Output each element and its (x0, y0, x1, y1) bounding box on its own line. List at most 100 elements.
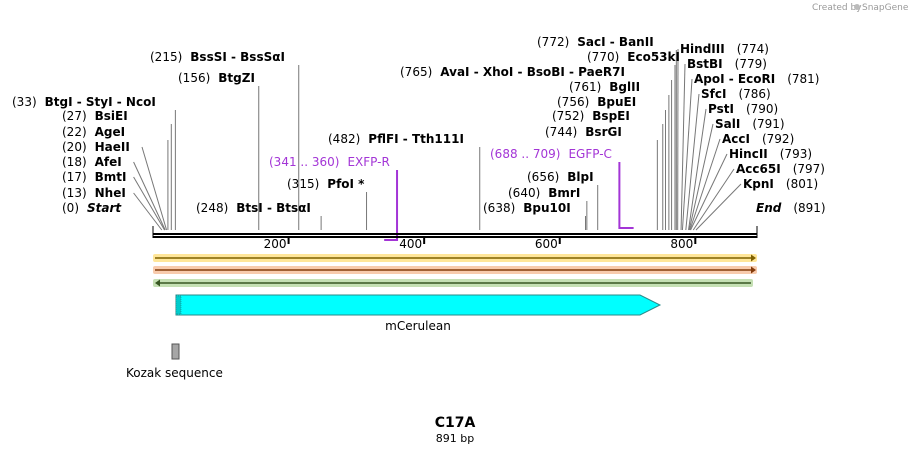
site-nhei: (13)NheI (62, 186, 126, 200)
site-connector (133, 192, 163, 231)
svg-text:(315)PfoI *: (315)PfoI * (287, 177, 365, 191)
site-name: Bpu10I (523, 201, 570, 215)
site-name: BpuEI (597, 95, 636, 109)
site-connector (688, 108, 707, 231)
ruler-tick-label: 800 (670, 237, 693, 251)
site-position: (797) (793, 162, 825, 176)
site-name: BtgI - StyI - NcoI (45, 95, 156, 109)
orf-track-3 (153, 279, 753, 287)
svg-text:SfcI(786): SfcI (786) (701, 87, 771, 101)
site-position: (17) (62, 170, 87, 184)
svg-text:(638)Bpu10I: (638)Bpu10I (483, 201, 571, 215)
site-position: (765) (400, 65, 432, 79)
site-bspei: (752) BspEI (552, 109, 630, 123)
site-connector (689, 138, 721, 231)
site-position: (744) (545, 125, 577, 139)
site-name: AvaI - XhoI - BsoBI - PaeR7I (440, 65, 625, 79)
site-name: AccI (722, 132, 750, 146)
primer-egfp-c: (688 .. 709)EGFP-C (490, 147, 634, 229)
site-bsiei: (27)BsiEI (62, 109, 128, 123)
site-name: BmrI (548, 186, 580, 200)
svg-text:(761)BglII: (761)BglII (569, 80, 640, 94)
svg-text:(765)AvaI - XhoI - BsoBI - Pae: (765) AvaI - XhoI - BsoBI - PaeR7I (400, 65, 625, 79)
site-name: AfeI (95, 155, 122, 169)
site-btsi: (248) BtsI - BtsαI (196, 201, 311, 215)
site-position: (18) (62, 155, 87, 169)
site-hincii: HincII(793) (729, 147, 812, 161)
site-name: BlpI (567, 170, 593, 184)
primer-range: (688 .. 709) (490, 147, 560, 161)
restriction-site-labels: (0)Start(13)NheI(17)BmtI(18)AfeI(20)HaeI… (12, 35, 826, 215)
svg-text:PstI(790): PstI(790) (708, 102, 778, 116)
site-name: SfcI (701, 87, 726, 101)
site-position: (756) (557, 95, 589, 109)
site-name: BmtI (95, 170, 127, 184)
ruler-tick-label: 200 (264, 237, 287, 251)
site-bpu10i: (638)Bpu10I (483, 201, 571, 215)
svg-text:(27)BsiEI: (27)BsiEI (62, 109, 128, 123)
site-position: (13) (62, 186, 87, 200)
site-position: (793) (780, 147, 812, 161)
site-name: BssSI - BssSαI (190, 50, 285, 64)
site-name: ApoI - EcoRI (694, 72, 775, 86)
site-position: (0) (62, 201, 79, 215)
site-afei: (18) AfeI (62, 155, 122, 169)
site-name: BtgZI (218, 71, 255, 85)
site-connector (685, 93, 700, 231)
site-position: (752) (552, 109, 584, 123)
site-position: (656) (527, 170, 559, 184)
site-name: BtsI - BtsαI (236, 201, 311, 215)
site-position: (22) (62, 125, 87, 139)
site-pfoi: (315)PfoI * (287, 177, 365, 191)
site-name: SalI (715, 117, 740, 131)
site-position: (640) (508, 186, 540, 200)
svg-text:HincII(793): HincII(793) (729, 147, 812, 161)
svg-text:(770)Eco53kI: (770)Eco53kI (587, 50, 680, 64)
site-name: BstBI (687, 57, 723, 71)
site-bsssi: (215) BssSI - BssSαI (150, 50, 285, 64)
site-position: (790) (746, 102, 778, 116)
svg-text:(772)SacI - BanII: (772)SacI - BanII (537, 35, 654, 49)
site-acc65i: Acc65I(797) (736, 162, 825, 176)
kozak-sequence-box (171, 343, 180, 360)
svg-text:(156)BtgZI: (156)BtgZI (178, 71, 255, 85)
svg-text:(482)PflFI - Tth111I: (482)PflFI - Tth111I (328, 132, 464, 146)
svg-text:(744)BsrGI: (744)BsrGI (545, 125, 622, 139)
site-sali: SalI(791) (715, 117, 785, 131)
site-position: (27) (62, 109, 87, 123)
site-name: BspEI (592, 109, 630, 123)
site-btgi: (33) BtgI - StyI - NcoI (12, 95, 156, 109)
site-position: (761) (569, 80, 601, 94)
site-name: AgeI (95, 125, 125, 139)
site-position: (770) (587, 50, 619, 64)
site-btgzi: (156)BtgZI (178, 71, 255, 85)
site-name: KpnI (743, 177, 774, 191)
snapgene-brand: SnapGene (862, 3, 909, 13)
site-bmri: (640) BmrI (508, 186, 580, 200)
svg-text:Acc65I(797): Acc65I(797) (736, 162, 825, 176)
site-position: (248) (196, 201, 228, 215)
site-connectors (133, 48, 742, 231)
primer-egfp-c-mark (618, 162, 634, 229)
site-connector (141, 146, 168, 231)
svg-text:End(891): End(891) (756, 201, 826, 215)
snapgene-logo-icon (854, 4, 860, 10)
site-kpni: KpnI (801) (743, 177, 818, 191)
site-position: (891) (793, 201, 825, 215)
site-connector (681, 78, 693, 231)
site-position: (781) (787, 72, 819, 86)
site-position: (33) (12, 95, 37, 109)
site-sfci: SfcI (786) (701, 87, 771, 101)
site-position: (786) (738, 87, 770, 101)
site-position: (774) (737, 42, 769, 56)
site-start: (0) Start (62, 201, 122, 215)
ruler-tick-label: 600 (535, 237, 558, 251)
site-position: (215) (150, 50, 182, 64)
site-position: (801) (786, 177, 818, 191)
orf-track-1 (153, 254, 757, 262)
svg-text:SalI(791): SalI(791) (715, 117, 785, 131)
site-apoi: ApoI - EcoRI (781) (694, 72, 819, 86)
site-connector (692, 168, 735, 231)
site-name: Start (87, 201, 122, 215)
